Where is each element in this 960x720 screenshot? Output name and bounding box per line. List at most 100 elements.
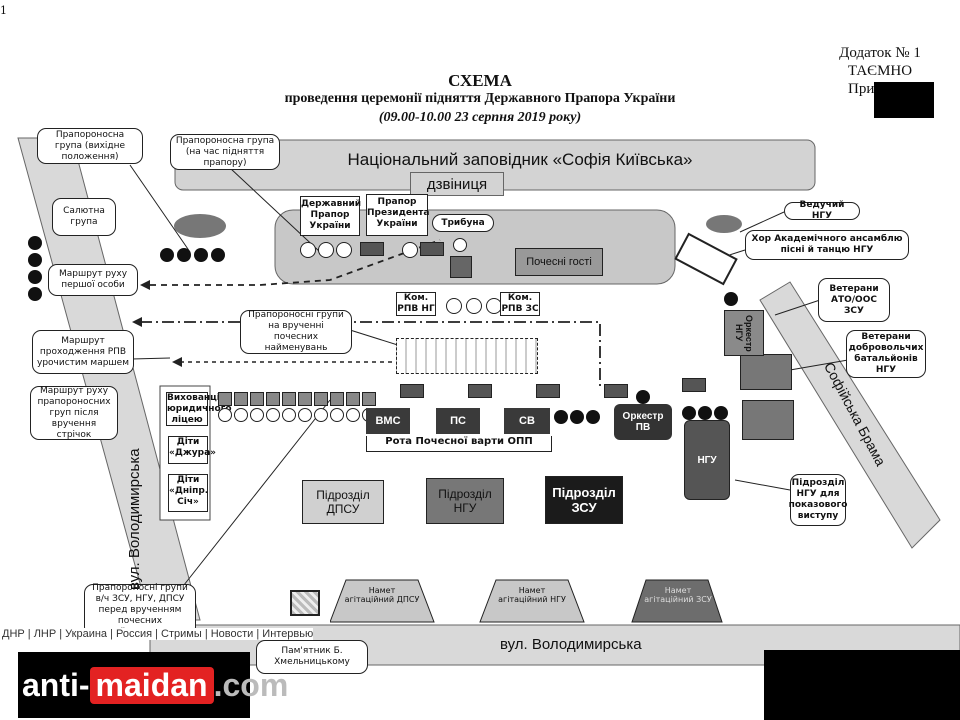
veterans-volunteer-block xyxy=(742,400,794,440)
flag-icon xyxy=(266,392,280,406)
honor-guard-dots xyxy=(554,410,600,424)
callout-choir: Хор Академічного ансамблю пісні й танцю … xyxy=(745,230,909,260)
callout-veterans-ato: Ветерани АТО/ООС ЗСУ xyxy=(818,278,890,322)
bell-tower: дзвіниця xyxy=(410,172,504,196)
leader-line xyxy=(229,167,321,253)
tent-ngu: Намет агітаційний НГУ xyxy=(498,586,566,604)
callout-monument: Пам'ятник Б. Хмельницькому xyxy=(256,640,368,674)
ring xyxy=(234,408,248,422)
flag-icon xyxy=(362,392,376,406)
state-flag-label: Державний Прапор України xyxy=(300,196,361,236)
page-subtitle: проведення церемонії підняття Державного… xyxy=(284,91,676,106)
unit-ps: ПС xyxy=(436,408,480,434)
unit-zsu: Підрозділ ЗСУ xyxy=(545,476,623,524)
flag-icon xyxy=(536,384,560,398)
ring xyxy=(250,408,264,422)
route-arrow xyxy=(172,357,182,367)
children-sich-label: Діти «Дніпр. Січ» xyxy=(168,474,208,512)
flag-groups-row-rings xyxy=(218,408,376,422)
dot xyxy=(28,287,42,301)
leader-line xyxy=(129,164,191,253)
tent-dpsu-shape xyxy=(330,579,435,623)
ngu-dots xyxy=(682,406,728,420)
ring xyxy=(330,408,344,422)
street-bottom-label: вул. Володимирська xyxy=(500,636,642,653)
dot xyxy=(160,248,174,262)
dot xyxy=(570,410,584,424)
tent-zsu-shape xyxy=(631,579,723,623)
dot xyxy=(28,253,42,267)
tree-cluster xyxy=(706,215,742,233)
ring xyxy=(346,408,360,422)
redaction-block-bottom xyxy=(764,650,960,720)
flag-icon xyxy=(468,384,492,398)
flag-pole-rings xyxy=(300,242,444,258)
leader-line xyxy=(179,399,331,591)
ring xyxy=(446,298,462,314)
footer-nav[interactable]: ДНР | ЛНР | Украина | Россия | Стримы | … xyxy=(2,628,314,640)
logo-end: .com xyxy=(213,666,289,703)
choir-dot xyxy=(724,292,738,306)
dot xyxy=(194,248,208,262)
guests-box: Почесні гості xyxy=(515,248,603,276)
award-flag-groups-grid xyxy=(396,338,538,374)
tribune-label: Трибуна xyxy=(432,214,494,232)
ring xyxy=(402,242,418,258)
leader-line xyxy=(739,211,785,233)
flag-icon xyxy=(346,392,360,406)
flag-icon xyxy=(234,392,248,406)
ring xyxy=(314,408,328,422)
site-logo[interactable]: anti- maidan .com xyxy=(22,660,352,710)
flag-icon xyxy=(250,392,264,406)
juridical-lyceum-label: Вихованці юридичного ліцею xyxy=(166,392,232,426)
flag-group-start-dots xyxy=(160,248,225,262)
flag-icon xyxy=(330,392,344,406)
ngu-block: НГУ xyxy=(684,420,730,500)
commander-rings xyxy=(446,298,502,314)
street-left-label: вул. Володимирська xyxy=(126,448,143,590)
callout-host: Ведучий НГУ xyxy=(784,200,860,221)
orchestra-pv: Оркестр ПВ xyxy=(614,404,672,440)
honor-guard-bracket xyxy=(366,436,552,452)
flag-icon xyxy=(360,242,384,256)
flag-icon xyxy=(400,384,424,398)
ring xyxy=(300,242,316,258)
dot xyxy=(177,248,191,262)
callout-flag-group-raising: Прапороносна група (на час підняття прап… xyxy=(170,134,280,170)
unit-dpsu: Підрозділ ДПСУ xyxy=(302,480,384,524)
callout-salute-group: Салютна група xyxy=(52,198,116,236)
callout-ngu-demo: Підрозділ НГУ для показового виступу xyxy=(789,474,847,526)
salute-group-dots xyxy=(28,236,44,301)
dot xyxy=(682,406,696,420)
ring xyxy=(318,242,334,258)
callout-route-rpv: Маршрут проходження РПВ урочистим маршем xyxy=(32,330,134,374)
veterans-ato-block xyxy=(740,354,792,390)
ring xyxy=(218,408,232,422)
leader-line xyxy=(789,359,849,371)
callout-flag-group-start: Прапороносна група (вихідне положення) xyxy=(37,128,143,164)
logo-start: anti- xyxy=(22,666,90,703)
monument-icon xyxy=(290,590,320,616)
flag-icon xyxy=(314,392,328,406)
ring xyxy=(266,408,280,422)
tents xyxy=(330,579,723,623)
dot xyxy=(586,410,600,424)
partial-label: При xyxy=(848,81,875,97)
ring xyxy=(298,408,312,422)
ring xyxy=(466,298,482,314)
route-first-person-line xyxy=(150,239,441,286)
kom-rpv-zs: Ком. РПВ ЗС xyxy=(500,292,540,316)
unit-ngu: Підрозділ НГУ xyxy=(426,478,504,524)
callout-veterans-volunteer: Ветерани добровольчих батальйонів НГУ xyxy=(846,330,926,378)
redaction-block-top xyxy=(874,82,934,118)
page-number: 1 xyxy=(0,4,7,17)
tent-zsu: Намет агітаційний ЗСУ xyxy=(644,586,712,604)
dot xyxy=(554,410,568,424)
route-arrow xyxy=(132,317,142,327)
orchestra-pv-dot xyxy=(636,390,650,404)
flag-icon xyxy=(218,392,232,406)
leader-line xyxy=(774,299,821,316)
ngu-flags xyxy=(682,378,728,420)
dot xyxy=(28,270,42,284)
honor-guard-label: Рота Почесної варти ОПП xyxy=(385,436,533,447)
